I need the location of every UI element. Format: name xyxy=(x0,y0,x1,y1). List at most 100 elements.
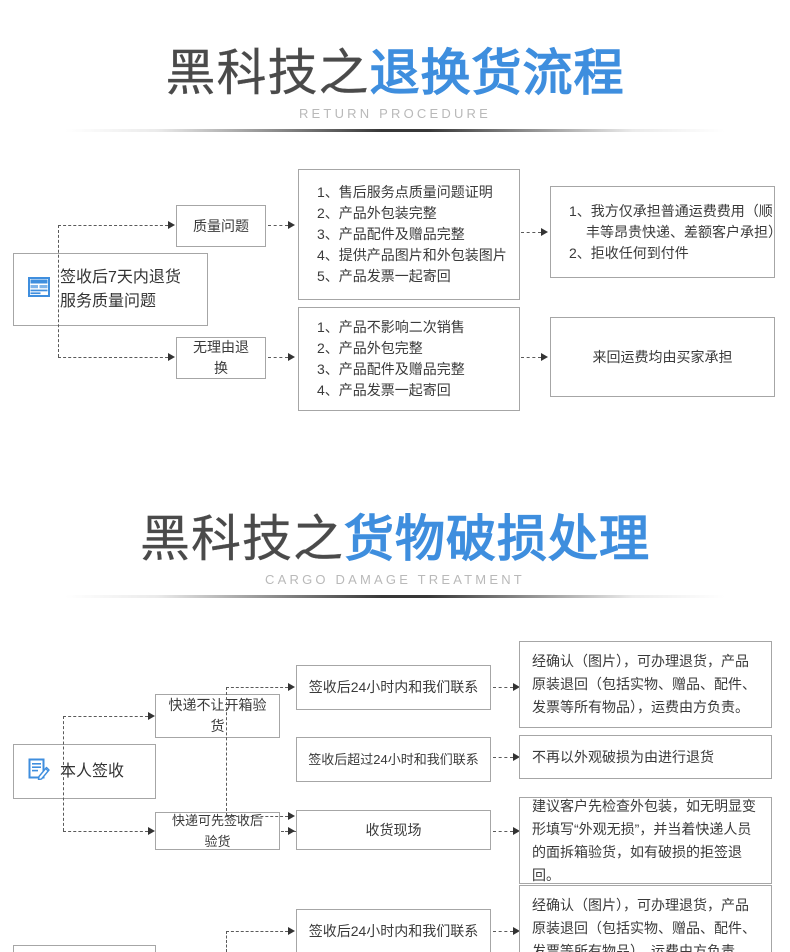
section-1-header: 黑科技之退换货流程 RETURN PROCEDURE xyxy=(0,44,790,132)
table-icon xyxy=(28,276,50,303)
flow2-result-2-text: 不再以外观破损为由进行退货 xyxy=(532,748,714,765)
flow1-root-content: 签收后7天内退货 服务质量问题 xyxy=(14,266,181,314)
flow1-cond-quality-to-result-line xyxy=(521,232,541,233)
flow1-quality-to-cond-line xyxy=(268,225,288,226)
flow1-result-quality-box[interactable]: 1、我方仅承担普通运费费用（顺 丰等昂贵快递、差额客户承担） 2、拒收任何到付件 xyxy=(550,186,782,278)
list-item: 4、提供产品图片和外包装图片 xyxy=(317,247,507,263)
signed-document-icon xyxy=(28,758,50,786)
flow2-result-1-box[interactable]: 经确认（图片），可办理退货，产品原装退回（包括实物、赠品、配件、发票等所有物品）… xyxy=(519,641,772,728)
flow2-child-3-label: 收货现场 xyxy=(365,821,422,838)
flow2-child-1-label: 签收后24小时内和我们联系 xyxy=(308,679,479,695)
flow2-overflow-child-box[interactable]: 签收后24小时内和我们联系 xyxy=(296,909,491,952)
flow2-root-to-b-line xyxy=(63,831,148,832)
flow2-c1-to-r1-line xyxy=(493,687,513,688)
flow1-cond-quality-to-result-arrow xyxy=(541,227,548,236)
flow2-overflow-result-box[interactable]: 经确认（图片），可办理退货，产品原装退回（包括实物、赠品、配件、发票等所有物品）… xyxy=(519,885,772,952)
flow1-root-box[interactable]: 签收后7天内退货 服务质量问题 xyxy=(13,253,208,326)
list-item: 1、产品不影响二次销售 xyxy=(317,319,465,335)
flow1-root-to-quality-line xyxy=(58,225,168,226)
flow2-root-to-b-arrow xyxy=(148,826,155,835)
flow1-noreason-to-cond-arrow xyxy=(288,352,295,361)
list-item: 2、拒收任何到付件 xyxy=(569,244,689,261)
flow2-c2-to-r2-arrow xyxy=(513,752,520,761)
flow2-root-to-a-arrow xyxy=(148,711,155,720)
list-item: 丰等昂贵快递、差额客户承担） xyxy=(586,223,782,240)
section-1-title-thin: 黑科技之 xyxy=(165,44,370,102)
flow2-child-3-box[interactable]: 收货现场 xyxy=(296,810,491,850)
flow2-root-text: 本人签收 xyxy=(60,762,125,780)
flow1-noreason-to-cond-line xyxy=(268,357,288,358)
flow2-root-split-vertical xyxy=(63,716,64,831)
flow2-branch-b-box[interactable]: 快递可先签收后验货 xyxy=(155,812,280,850)
section-1-title-bold: 退换货流程 xyxy=(369,45,625,101)
flow1-conditions-noreason-list: 1、产品不影响二次销售 2、产品外包完整 3、产品配件及赠品完整 4、产品发票一… xyxy=(299,317,519,401)
flow2-overflow-connector-line xyxy=(226,931,288,932)
flow2-c3-to-r3-line xyxy=(493,831,513,832)
flow1-result-quality-list: 1、我方仅承担普通运费费用（顺 丰等昂贵快递、差额客户承担） 2、拒收任何到付件 xyxy=(551,201,782,264)
flow1-root-to-noreason-arrow xyxy=(168,352,175,361)
flow2-overflow-connector-arrow xyxy=(288,926,295,935)
flow1-root-line2: 服务质量问题 xyxy=(60,292,157,310)
flow2-branch-a-label: 快递不让开箱验货 xyxy=(168,697,267,734)
flow2-overflow-to-result-arrow xyxy=(513,926,520,935)
flow1-branch-quality-box[interactable]: 质量问题 xyxy=(176,205,266,247)
list-item: 1、售后服务点质量问题证明 xyxy=(317,184,493,200)
flow1-branch-noreason-label: 无理由退换 xyxy=(193,339,249,376)
list-item: 5、产品发票一起寄回 xyxy=(317,268,451,284)
flow2-result-3-text: 建议客户先检查外包装，如无明显变形填写“外观无损”，并当着快递人员的面拆箱验货，… xyxy=(532,797,756,883)
flow2-branch-a-box[interactable]: 快递不让开箱验货 xyxy=(155,694,280,738)
flow1-cond-noreason-to-result-line xyxy=(521,357,541,358)
flow1-root-to-quality-arrow xyxy=(168,220,175,229)
flow2-c1-to-r1-arrow xyxy=(513,682,520,691)
flow1-result-noreason-text: 来回运费均由买家承担 xyxy=(592,348,733,365)
flow2-a-to-c1-line xyxy=(226,687,288,688)
flow1-result-noreason-box[interactable]: 来回运费均由买家承担 xyxy=(550,317,775,397)
flow2-a-split-vertical xyxy=(226,687,227,816)
section-2-divider xyxy=(65,595,725,598)
list-item: 2、产品外包装完整 xyxy=(317,205,437,221)
section-2-header: 黑科技之货物破损处理 CARGO DAMAGE TREATMENT xyxy=(0,510,790,598)
section-2-subtitle: CARGO DAMAGE TREATMENT xyxy=(265,572,525,587)
flow2-result-1-text: 经确认（图片），可办理退货，产品原装退回（包括实物、赠品、配件、发票等所有物品）… xyxy=(532,653,756,715)
list-item: 3、产品配件及赠品完整 xyxy=(317,361,465,377)
flow1-root-line1: 签收后7天内退货 xyxy=(60,268,181,286)
list-item: 1、我方仅承担普通运费费用（顺 xyxy=(569,202,773,219)
flow2-overflow-to-result-line xyxy=(493,931,513,932)
flow1-root-to-noreason-line xyxy=(58,357,168,358)
section-1-divider xyxy=(65,129,725,132)
section-1-title: 黑科技之退换货流程 xyxy=(0,44,790,102)
section-2-title-bold: 货物破损处理 xyxy=(344,511,650,567)
flow1-branch-quality-label: 质量问题 xyxy=(193,217,249,234)
flow2-b-to-c3-arrow xyxy=(288,826,295,835)
flow2-overflow-root-box[interactable] xyxy=(13,945,156,952)
flow2-overflow-result-text: 经确认（图片），可办理退货，产品原装退回（包括实物、赠品、配件、发票等所有物品）… xyxy=(532,897,756,952)
flow1-conditions-quality-box[interactable]: 1、售后服务点质量问题证明 2、产品外包装完整 3、产品配件及赠品完整 4、提供… xyxy=(298,169,520,300)
flow2-child-2-box[interactable]: 签收后超过24小时和我们联系 xyxy=(296,737,491,782)
flow2-a-to-c1-arrow xyxy=(288,682,295,691)
flow2-result-3-box[interactable]: 建议客户先检查外包装，如无明显变形填写“外观无损”，并当着快递人员的面拆箱验货，… xyxy=(519,797,772,884)
section-1-subtitle: RETURN PROCEDURE xyxy=(298,106,492,121)
list-item: 3、产品配件及赠品完整 xyxy=(317,226,465,242)
list-item: 4、产品发票一起寄回 xyxy=(317,382,451,398)
flow2-a-to-c2-line xyxy=(226,816,288,817)
flow1-quality-to-cond-arrow xyxy=(288,220,295,229)
flow1-conditions-noreason-box[interactable]: 1、产品不影响二次销售 2、产品外包完整 3、产品配件及赠品完整 4、产品发票一… xyxy=(298,307,520,411)
flow2-overflow-connector-vertical xyxy=(226,931,227,952)
section-2-title-thin: 黑科技之 xyxy=(140,510,344,568)
flow2-c2-to-r2-line xyxy=(493,757,513,758)
flow2-root-content: 本人签收 xyxy=(14,758,124,786)
list-item: 2、产品外包完整 xyxy=(317,340,423,356)
flow2-root-to-a-line xyxy=(63,716,148,717)
flow1-branch-noreason-box[interactable]: 无理由退换 xyxy=(176,337,266,379)
flow2-root-box[interactable]: 本人签收 xyxy=(13,744,156,799)
flow2-a-to-c2-arrow xyxy=(288,811,295,820)
flow2-child-1-box[interactable]: 签收后24小时内和我们联系 xyxy=(296,665,491,710)
flow1-conditions-quality-list: 1、售后服务点质量问题证明 2、产品外包装完整 3、产品配件及赠品完整 4、提供… xyxy=(299,182,519,287)
flow1-root-text: 签收后7天内退货 服务质量问题 xyxy=(60,266,181,314)
flow1-cond-noreason-to-result-arrow xyxy=(541,352,548,361)
flow2-result-2-box[interactable]: 不再以外观破损为由进行退货 xyxy=(519,735,772,779)
flow1-root-split-vertical xyxy=(58,225,59,357)
flow2-overflow-child-label: 签收后24小时内和我们联系 xyxy=(308,923,479,939)
flow2-child-2-label: 签收后超过24小时和我们联系 xyxy=(308,752,479,767)
